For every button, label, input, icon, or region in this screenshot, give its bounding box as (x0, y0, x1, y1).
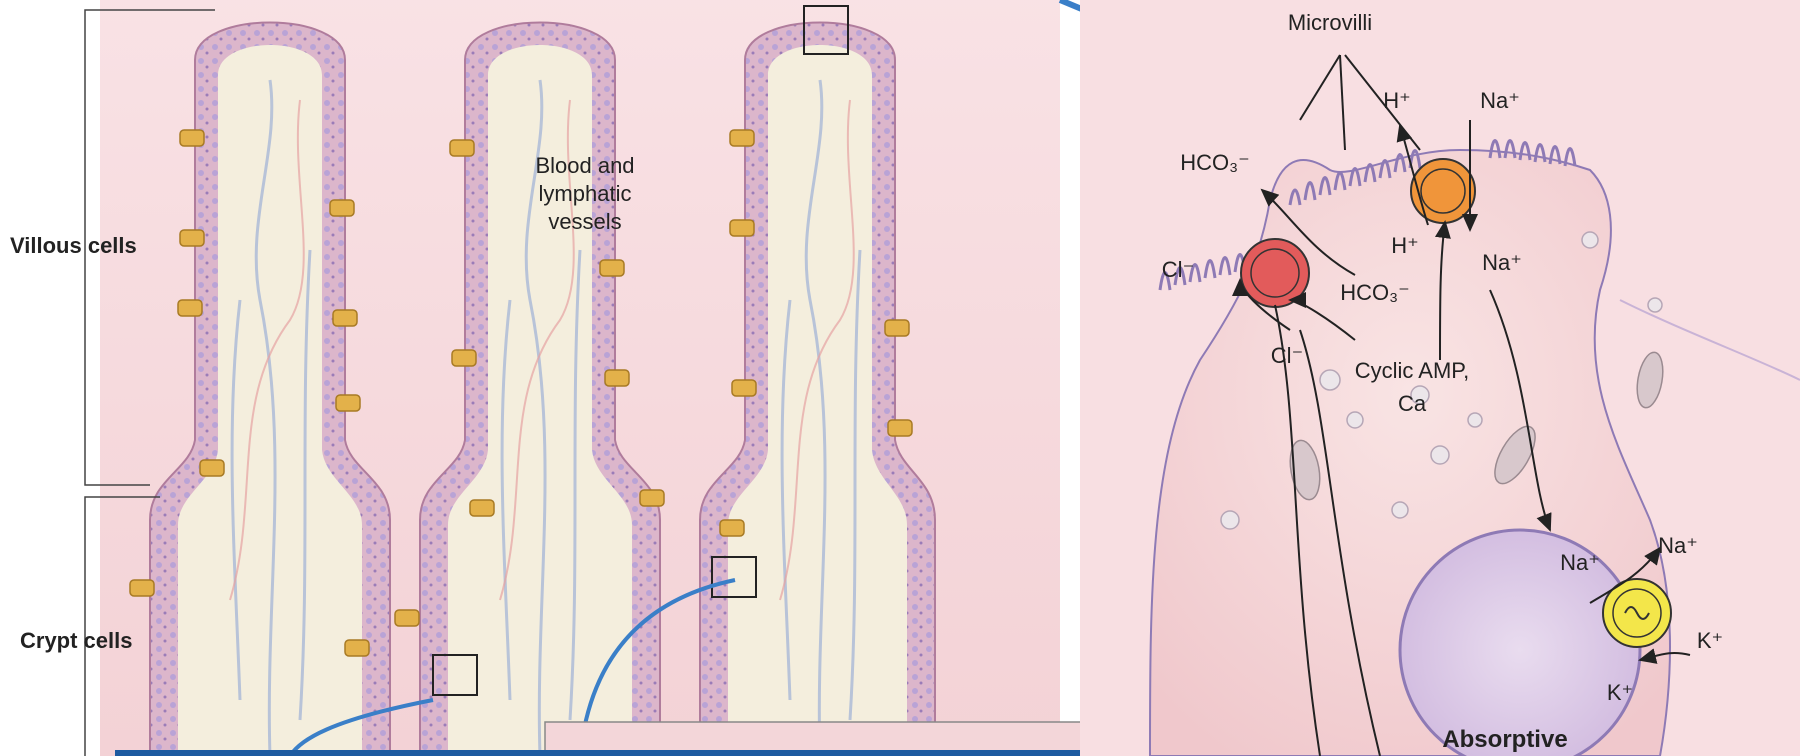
microvilli-label: Microvilli (1288, 10, 1372, 35)
ion-na-top: Na⁺ (1480, 88, 1520, 113)
na-h-exchanger (1411, 159, 1475, 223)
ion-k-in: K⁺ (1697, 628, 1723, 653)
ion-hco3-top: HCO₃⁻ (1180, 150, 1249, 175)
ion-hco3-inner: HCO₃⁻ (1340, 280, 1409, 305)
ion-h-top: H⁺ (1383, 88, 1411, 113)
second-messenger-line-1: Cyclic AMP, (1355, 358, 1470, 383)
cl-hco3-exchanger (1241, 239, 1309, 307)
vessel-label-line-3: vessels (548, 209, 621, 234)
crypt-cells-label: Crypt cells (20, 628, 133, 653)
ion-na-pump-out: Na⁺ (1658, 533, 1698, 558)
ion-h-mid: H⁺ (1391, 233, 1419, 258)
ion-k-out: K⁺ (1607, 680, 1633, 705)
villous-cells-label: Villous cells (10, 233, 137, 258)
vessel-label-line-1: Blood and (535, 153, 634, 178)
ion-cl-outer: Cl⁻ (1162, 257, 1194, 282)
ion-na-mid: Na⁺ (1482, 250, 1522, 275)
absorptive-label: Absorptive (1442, 726, 1567, 753)
vessel-label-line-2: lymphatic (539, 181, 632, 206)
second-messenger-line-2: Ca (1398, 391, 1427, 416)
ion-na-pump-in: Na⁺ (1560, 550, 1600, 575)
ion-cl-inner: Cl⁻ (1271, 343, 1303, 368)
nucleus (1400, 530, 1640, 756)
